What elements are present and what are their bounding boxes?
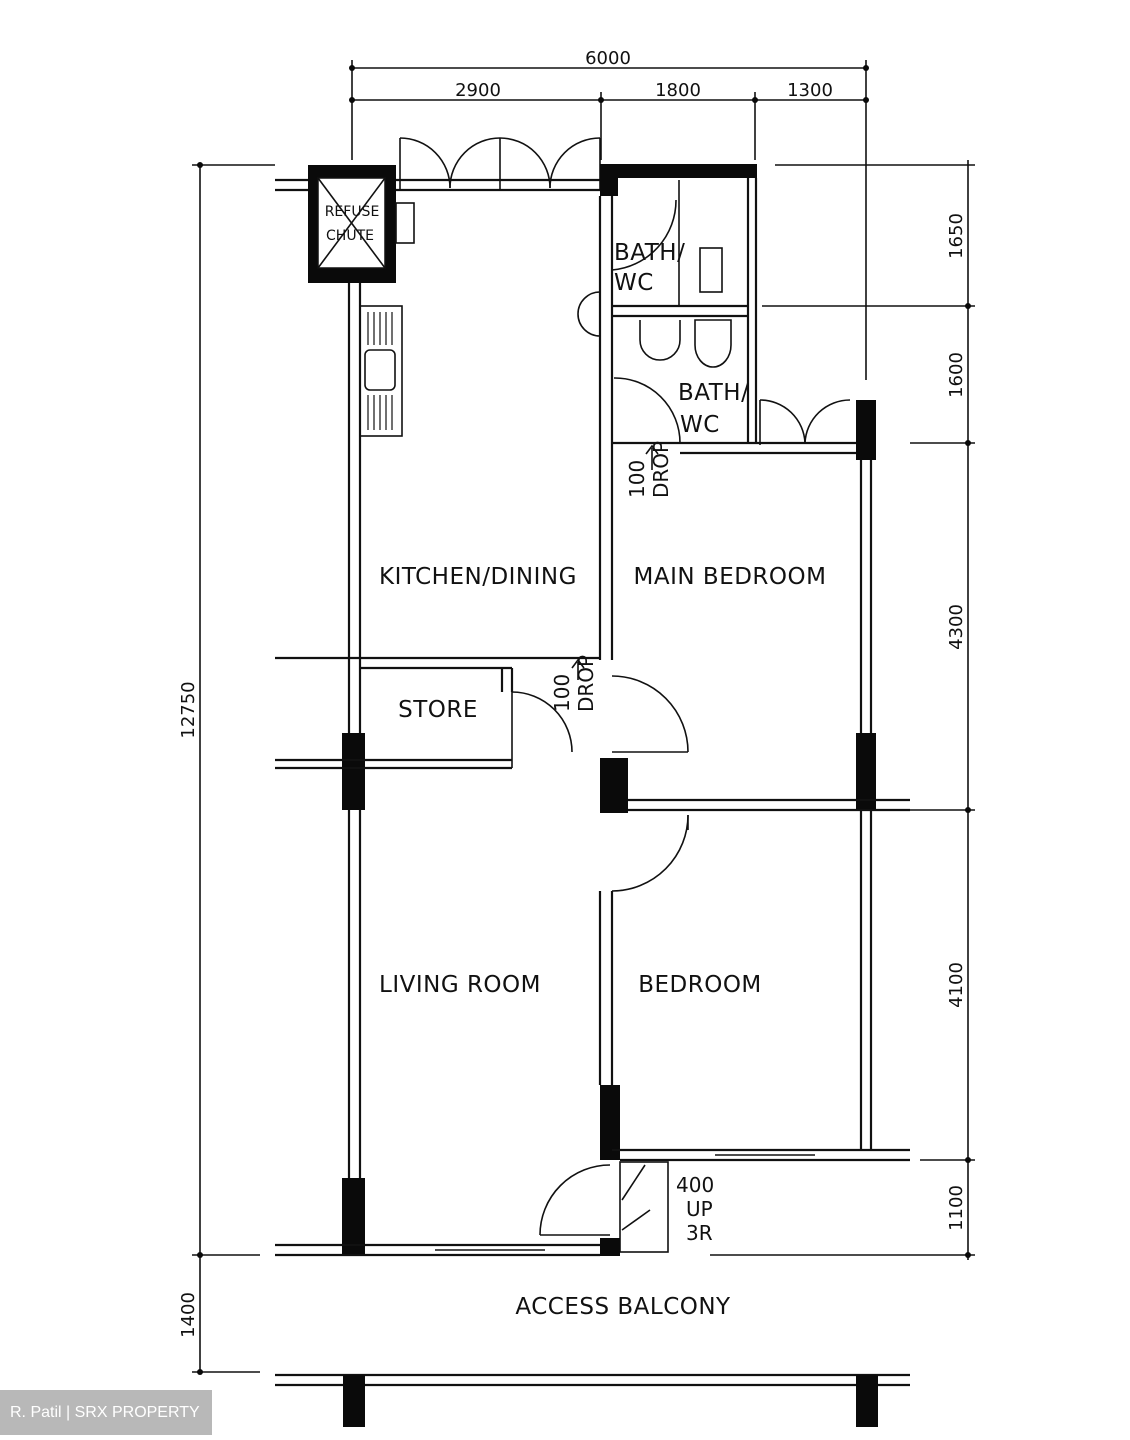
step-risers: 3R xyxy=(686,1221,713,1245)
left-dimensions: 12750 1400 xyxy=(178,162,275,1375)
step-height: 400 xyxy=(676,1173,714,1197)
dim-top-1: 2900 xyxy=(455,80,501,101)
access-balcony-label: ACCESS BALCONY xyxy=(515,1294,731,1320)
refuse-chute-label: REFUSE xyxy=(325,204,380,220)
drop-1-arrow-icon xyxy=(645,444,659,470)
watermark: R. Patil | SRX PROPERTY xyxy=(0,1390,212,1435)
dim-top-3: 1300 xyxy=(787,80,833,101)
dim-right-2: 1600 xyxy=(946,352,967,398)
dim-right-5: 1100 xyxy=(946,1185,967,1231)
bath-wc-1-label-2: WC xyxy=(614,270,654,296)
bath-wc-1-label: BATH/ xyxy=(614,240,685,266)
drop-2-value: 100 xyxy=(550,674,574,712)
dim-left-total: 12750 xyxy=(178,681,199,738)
bedroom-label: BEDROOM xyxy=(638,972,762,998)
dim-left-balcony: 1400 xyxy=(178,1292,199,1338)
drop-2-arrow-icon xyxy=(571,658,585,680)
refuse-chute-label-2: CHUTE xyxy=(326,228,374,244)
step-direction: UP xyxy=(686,1197,713,1221)
dim-right-1: 1650 xyxy=(946,213,967,259)
store-label: STORE xyxy=(398,697,478,723)
main-bedroom-label: MAIN BEDROOM xyxy=(634,564,827,590)
dim-right-3: 4300 xyxy=(946,604,967,650)
kitchen-dining-label: KITCHEN/DINING xyxy=(379,564,577,590)
dim-top-total: 6000 xyxy=(585,48,631,69)
walls xyxy=(275,137,910,1427)
drop-1-value: 100 xyxy=(625,460,649,498)
drop-1-label: DROP xyxy=(649,441,673,498)
annotations: 100 DROP 100 DROP 400 UP 3R xyxy=(550,441,714,1245)
top-dimensions: 6000 2900 1800 1300 xyxy=(349,48,869,380)
room-labels: REFUSE CHUTE BATH/ WC BATH/ WC KITCHEN/D… xyxy=(325,204,827,1320)
dim-top-2: 1800 xyxy=(655,80,701,101)
dim-right-4: 4100 xyxy=(946,962,967,1008)
bath-wc-2-label-2: WC xyxy=(680,412,720,438)
right-dimensions: 1650 1600 4300 4100 1100 xyxy=(710,160,975,1260)
bath-wc-2-label: BATH/ xyxy=(678,380,749,406)
living-room-label: LIVING ROOM xyxy=(379,972,541,998)
